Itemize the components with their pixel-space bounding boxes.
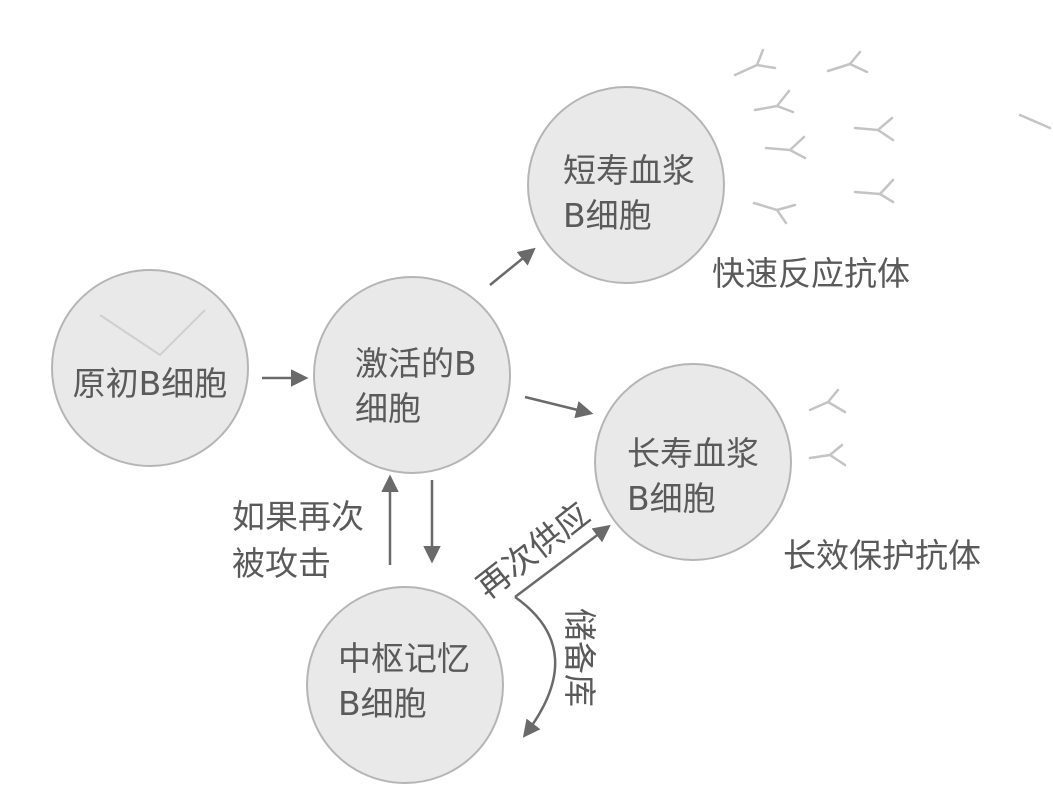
arrow-activated-to-long <box>524 395 594 419</box>
cell-activated: 激活的B 细胞 <box>313 276 511 474</box>
cell-memory-line1: 中枢记忆 <box>338 639 470 678</box>
cell-short-line2: B细胞 <box>563 196 652 235</box>
arrow-memory-to-long <box>514 524 611 598</box>
antibody-icons <box>733 48 1052 467</box>
cell-long-line1: 长寿血浆 <box>627 434 759 473</box>
cell-activated-line1: 激活的B <box>355 344 477 383</box>
arrow-reserve <box>514 595 557 738</box>
cell-memory-line2: B细胞 <box>338 684 427 723</box>
label-long-antibody: 长效保护抗体 <box>783 536 981 575</box>
cell-long-line2: B细胞 <box>627 479 716 518</box>
label-reattack-line1: 如果再次 <box>232 497 364 536</box>
arrow-activated-to-short <box>489 247 536 286</box>
cell-short-line1: 短寿血浆 <box>563 151 695 190</box>
cell-activated-line2: 细胞 <box>355 389 421 428</box>
cell-naive: 原初B细胞 <box>51 269 249 467</box>
cell-long-lived: 长寿血浆 B细胞 <box>594 363 792 561</box>
label-reattack-line2: 被攻击 <box>232 544 331 583</box>
label-fast-antibody: 快速反应抗体 <box>712 254 910 293</box>
cell-memory: 中枢记忆 B细胞 <box>306 586 504 784</box>
cell-short-lived: 短寿血浆 B细胞 <box>527 86 725 284</box>
label-reserve: 储备库 <box>560 608 599 707</box>
cell-naive-label: 原初B细胞 <box>73 364 228 403</box>
